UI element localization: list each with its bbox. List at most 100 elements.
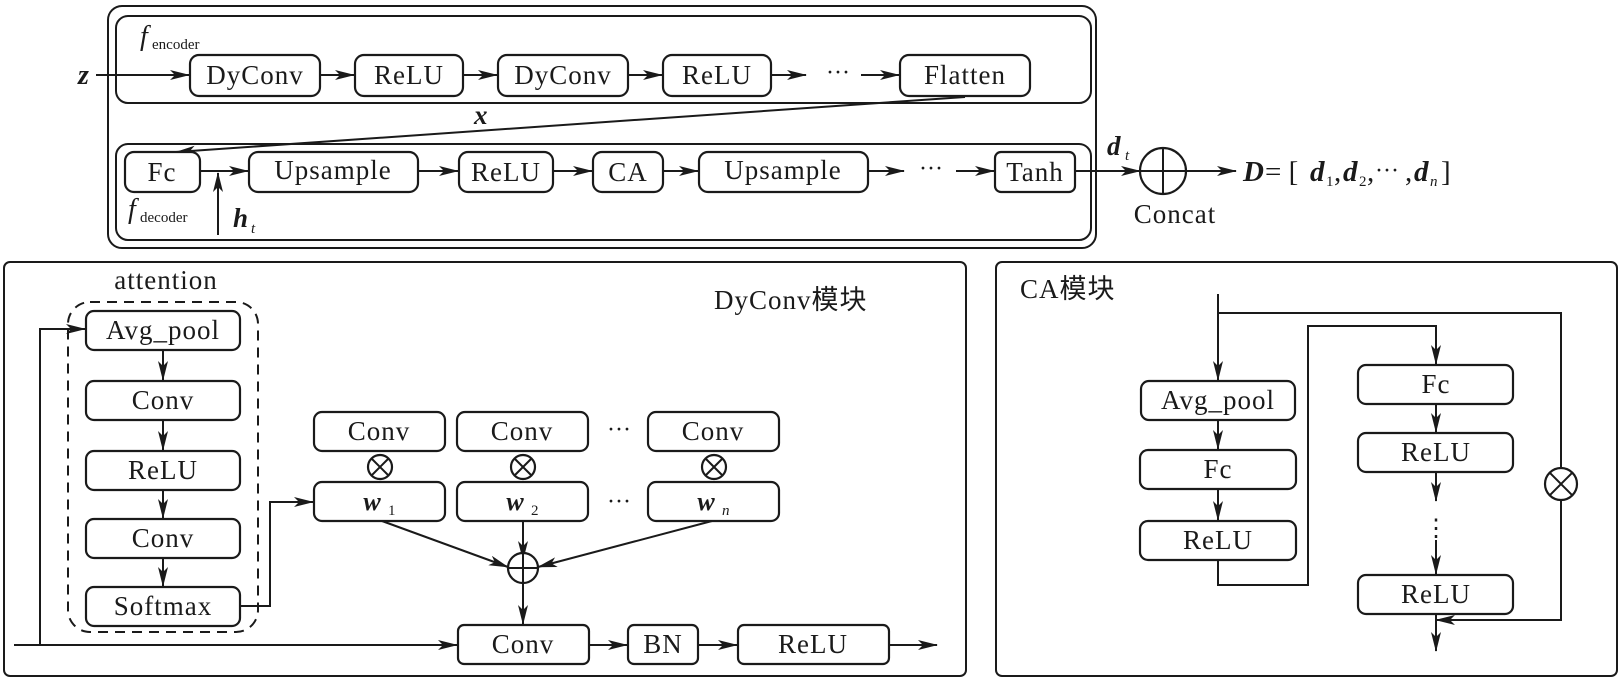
ca-panel: CA模块 Avg_pool Fc ReLU Fc — [995, 261, 1618, 677]
result-term-2: d — [1343, 156, 1358, 188]
encoder-block-dyconv-2[interactable]: DyConv — [496, 53, 630, 98]
svg-text:ReLU: ReLU — [1183, 525, 1253, 555]
kernel-conv-2[interactable]: Conv — [455, 410, 590, 453]
attention-label: attention — [114, 265, 217, 295]
svg-text:w: w — [363, 487, 381, 516]
skip-multiply-circle-icon — [1543, 466, 1579, 502]
decoder-frame — [115, 143, 1092, 241]
svg-text:Fc: Fc — [1422, 369, 1451, 399]
decoder-label-f: f — [128, 194, 139, 225]
ca-block-fc-right[interactable]: Fc — [1356, 363, 1515, 406]
concat-circle-plus-icon — [1138, 146, 1188, 196]
encoder-label-subscript: encoder — [152, 37, 199, 53]
svg-text:ReLU: ReLU — [471, 157, 541, 187]
ca-block-relu-left[interactable]: ReLU — [1138, 519, 1298, 562]
svg-text:Tanh: Tanh — [1006, 157, 1064, 187]
svg-text:ReLU: ReLU — [778, 629, 848, 659]
svg-text:2: 2 — [531, 503, 539, 519]
ca-vertical-ellipsis: ⋮ — [1424, 516, 1448, 542]
svg-text:ReLU: ReLU — [1401, 579, 1471, 609]
weight-ellipsis: ··· — [607, 489, 631, 515]
output-subscript: t — [1125, 148, 1130, 164]
kernel-conv-n[interactable]: Conv — [646, 410, 781, 453]
svg-text:DyConv: DyConv — [206, 60, 304, 90]
svg-text:ReLU: ReLU — [682, 60, 752, 90]
output-block-bn[interactable]: BN — [626, 623, 700, 666]
encoder-block-dyconv-1[interactable]: DyConv — [188, 53, 322, 98]
svg-text:Conv: Conv — [682, 416, 745, 446]
attention-block-avg-pool[interactable]: Avg_pool — [84, 309, 242, 352]
svg-text:Fc: Fc — [148, 157, 177, 187]
svg-text:Conv: Conv — [132, 523, 195, 553]
encoder-label-f: f — [140, 21, 151, 52]
decoder-block-fc[interactable]: Fc — [123, 150, 202, 194]
weight-block-wn[interactable]: w n — [646, 480, 781, 523]
svg-text:CA: CA — [608, 157, 648, 187]
decoder-block-relu[interactable]: ReLU — [457, 150, 555, 194]
ca-block-avg-pool[interactable]: Avg_pool — [1139, 379, 1297, 422]
attention-block-softmax[interactable]: Softmax — [84, 585, 242, 628]
result-formula: D = [ d 1 , d 2 , ··· , d n ] — [1242, 156, 1451, 190]
result-close: ] — [1441, 156, 1451, 188]
svg-text:,: , — [1405, 156, 1412, 188]
arrow — [381, 520, 509, 568]
ca-block-relu-right-2[interactable]: ReLU — [1356, 573, 1515, 616]
hidden-subscript: t — [251, 221, 256, 237]
input-z-label: z — [77, 60, 89, 91]
ca-block-relu-right-1[interactable]: ReLU — [1356, 431, 1515, 474]
input-to-avgpool-arrow — [39, 324, 86, 645]
svg-text:Conv: Conv — [492, 629, 555, 659]
svg-text:n: n — [722, 503, 730, 519]
decoder-block-tanh[interactable]: Tanh — [993, 150, 1077, 194]
dyconv-panel: DyConv模块 attention Avg_pool Conv ReLU Co… — [3, 261, 967, 677]
svg-text:,: , — [1334, 156, 1341, 188]
encoder-block-flatten[interactable]: Flatten — [898, 53, 1032, 98]
attention-block-conv-2[interactable]: Conv — [84, 517, 242, 560]
dyconv-panel-frame — [3, 261, 967, 677]
svg-text:w: w — [506, 487, 524, 516]
kernel-ellipsis: ··· — [607, 417, 631, 443]
svg-text:Softmax: Softmax — [114, 591, 213, 621]
svg-text:Avg_pool: Avg_pool — [106, 315, 220, 345]
svg-text:w: w — [697, 487, 715, 516]
arrow — [537, 520, 713, 568]
multiply-circle-icon — [366, 453, 394, 481]
result-lhs: D — [1242, 156, 1264, 188]
svg-text:Flatten: Flatten — [924, 60, 1006, 90]
output-block-conv[interactable]: Conv — [456, 623, 591, 666]
output-block-relu[interactable]: ReLU — [736, 623, 891, 666]
decoder-block-ca[interactable]: CA — [591, 150, 665, 194]
skip-to-output-arrow — [1435, 497, 1562, 625]
svg-text:Upsample: Upsample — [274, 155, 391, 185]
output-d-label: d — [1107, 131, 1121, 161]
decoder-block-upsample-2[interactable]: Upsample — [697, 150, 870, 194]
encoder-frame — [115, 15, 1092, 104]
encoder-block-relu-2[interactable]: ReLU — [661, 53, 773, 98]
kernel-conv-1[interactable]: Conv — [312, 410, 447, 453]
latent-arrow — [175, 96, 966, 156]
svg-text:Fc: Fc — [1204, 454, 1233, 484]
svg-text:,: , — [1367, 156, 1374, 188]
svg-text:Conv: Conv — [132, 385, 195, 415]
decoder-block-upsample-1[interactable]: Upsample — [247, 150, 420, 194]
concat-label: Concat — [1134, 199, 1216, 229]
left-to-right-connector-arrow — [1217, 325, 1441, 586]
attention-block-conv-1[interactable]: Conv — [84, 379, 242, 422]
svg-text:ReLU: ReLU — [374, 60, 444, 90]
hidden-h-label: h — [233, 203, 248, 233]
dyconv-panel-title: DyConv模块 — [714, 285, 868, 315]
result-term-1-sub: 1 — [1326, 174, 1334, 190]
ca-block-fc-left[interactable]: Fc — [1138, 448, 1298, 491]
result-term-1: d — [1310, 156, 1325, 188]
attention-block-relu[interactable]: ReLU — [84, 449, 242, 492]
multiply-circle-icon — [509, 453, 537, 481]
svg-text:1: 1 — [388, 503, 396, 519]
weight-block-w1[interactable]: w 1 — [312, 480, 447, 523]
svg-text:ReLU: ReLU — [128, 455, 198, 485]
sum-circle-plus-icon — [506, 551, 540, 585]
encoder-block-relu-1[interactable]: ReLU — [353, 53, 465, 98]
decoder-label-subscript: decoder — [140, 210, 187, 226]
weight-block-w2[interactable]: w 2 — [455, 480, 590, 523]
result-term-n: d — [1414, 156, 1429, 188]
